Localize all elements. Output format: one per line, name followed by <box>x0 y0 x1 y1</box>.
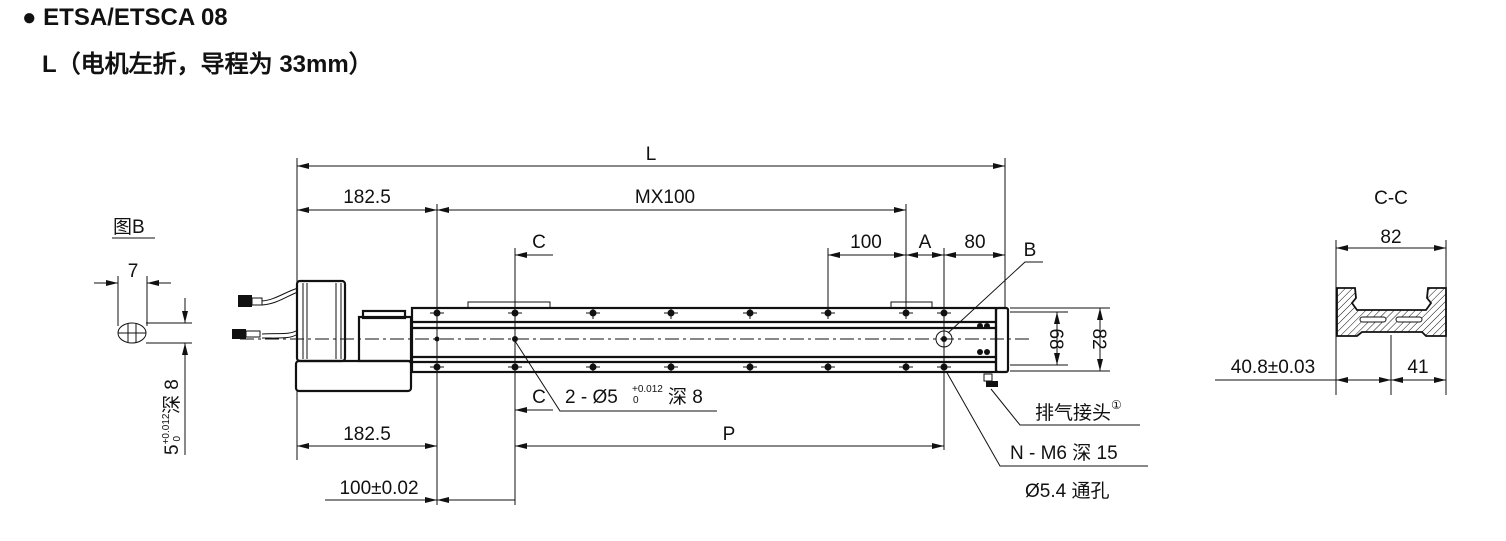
hole-crosshair <box>586 361 600 373</box>
section-cc: C-C 82 40.8±0.03 41 <box>1215 188 1447 395</box>
detail-b: 图B 7 5+0.0120深 8 <box>94 217 192 455</box>
detail-b-title: 图B <box>113 217 145 238</box>
actuator-side-view <box>232 279 1030 393</box>
dim-182-5-bottom-label: 182.5 <box>343 424 391 445</box>
detail-b-dim-width: 7 <box>128 261 139 282</box>
section-cc-dim-offset: 40.8±0.03 <box>1231 357 1315 378</box>
dim-82-label: 82 <box>1088 328 1109 349</box>
pin-hole-note: 2 - Ø5 +0.012 0 深 8 <box>565 384 703 408</box>
hole-crosshair <box>899 361 913 373</box>
motor-cables <box>232 287 299 339</box>
model-subtitle: L（电机左折，导程为 33mm） <box>42 51 373 78</box>
hole-crosshair <box>821 361 835 373</box>
air-fitting-label: 排气接头① <box>1035 398 1122 424</box>
svg-text:0: 0 <box>633 395 639 406</box>
detail-b-dim-height: 5+0.0120深 8 <box>161 379 183 455</box>
section-cc-dim-half: 41 <box>1407 357 1428 378</box>
end-cap <box>994 306 1010 374</box>
thread-note: N - M6 深 15 <box>1010 442 1118 464</box>
label-b: B <box>1024 240 1037 261</box>
hole-crosshair <box>743 361 757 373</box>
section-c-bottom: C <box>532 387 546 408</box>
dim-a-label: A <box>919 232 932 253</box>
section-cc-title: C-C <box>1374 188 1408 209</box>
hole-crosshair <box>899 307 913 319</box>
hole-crosshair <box>664 307 678 319</box>
motor-base <box>294 359 413 393</box>
dim-182-5-top-label: 182.5 <box>343 187 391 208</box>
hole-crosshair <box>664 361 678 373</box>
rail-profile <box>1336 287 1447 337</box>
dim-p-label: P <box>723 424 736 445</box>
hole-crosshair <box>743 307 757 319</box>
dim-pin-pos-label: 100±0.02 <box>339 478 418 499</box>
section-c-top: C <box>532 232 546 253</box>
svg-text:深 8: 深 8 <box>668 386 703 408</box>
svg-text:+0.012: +0.012 <box>632 384 663 395</box>
hole-crosshair <box>821 307 835 319</box>
svg-text:2 - Ø5: 2 - Ø5 <box>565 387 618 408</box>
dim-80-label: 80 <box>964 232 985 253</box>
through-hole-note: Ø5.4 通孔 <box>1025 480 1109 502</box>
section-cc-dim-width: 82 <box>1380 227 1401 248</box>
motor <box>295 279 347 363</box>
dim-100-label: 100 <box>850 232 882 253</box>
hole-crosshair <box>586 307 600 319</box>
dim-68-label: 68 <box>1045 328 1066 349</box>
dim-mx100-label: MX100 <box>635 187 695 208</box>
dim-l-label: L <box>646 144 657 165</box>
model-title: ● ETSA/ETSCA 08 <box>22 4 228 31</box>
